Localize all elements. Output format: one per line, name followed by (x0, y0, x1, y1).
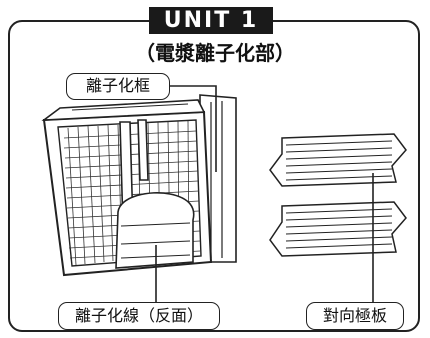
leader-lines (155, 85, 374, 302)
callout-ionizer-wire: 離子化線（反面） (58, 302, 220, 330)
ionizer-wire-insert (115, 192, 195, 269)
leader-ionizer-frame (170, 85, 217, 172)
unit-label: UNIT 1 (149, 7, 273, 34)
counter-plate-top (269, 133, 407, 187)
counter-plate-bottom (269, 201, 407, 257)
section-subtitle: （電漿離子化部） (135, 41, 295, 65)
callout-counter-plate: 對向極板 (306, 302, 404, 330)
callout-ionizer-frame: 離子化框 (66, 73, 170, 100)
